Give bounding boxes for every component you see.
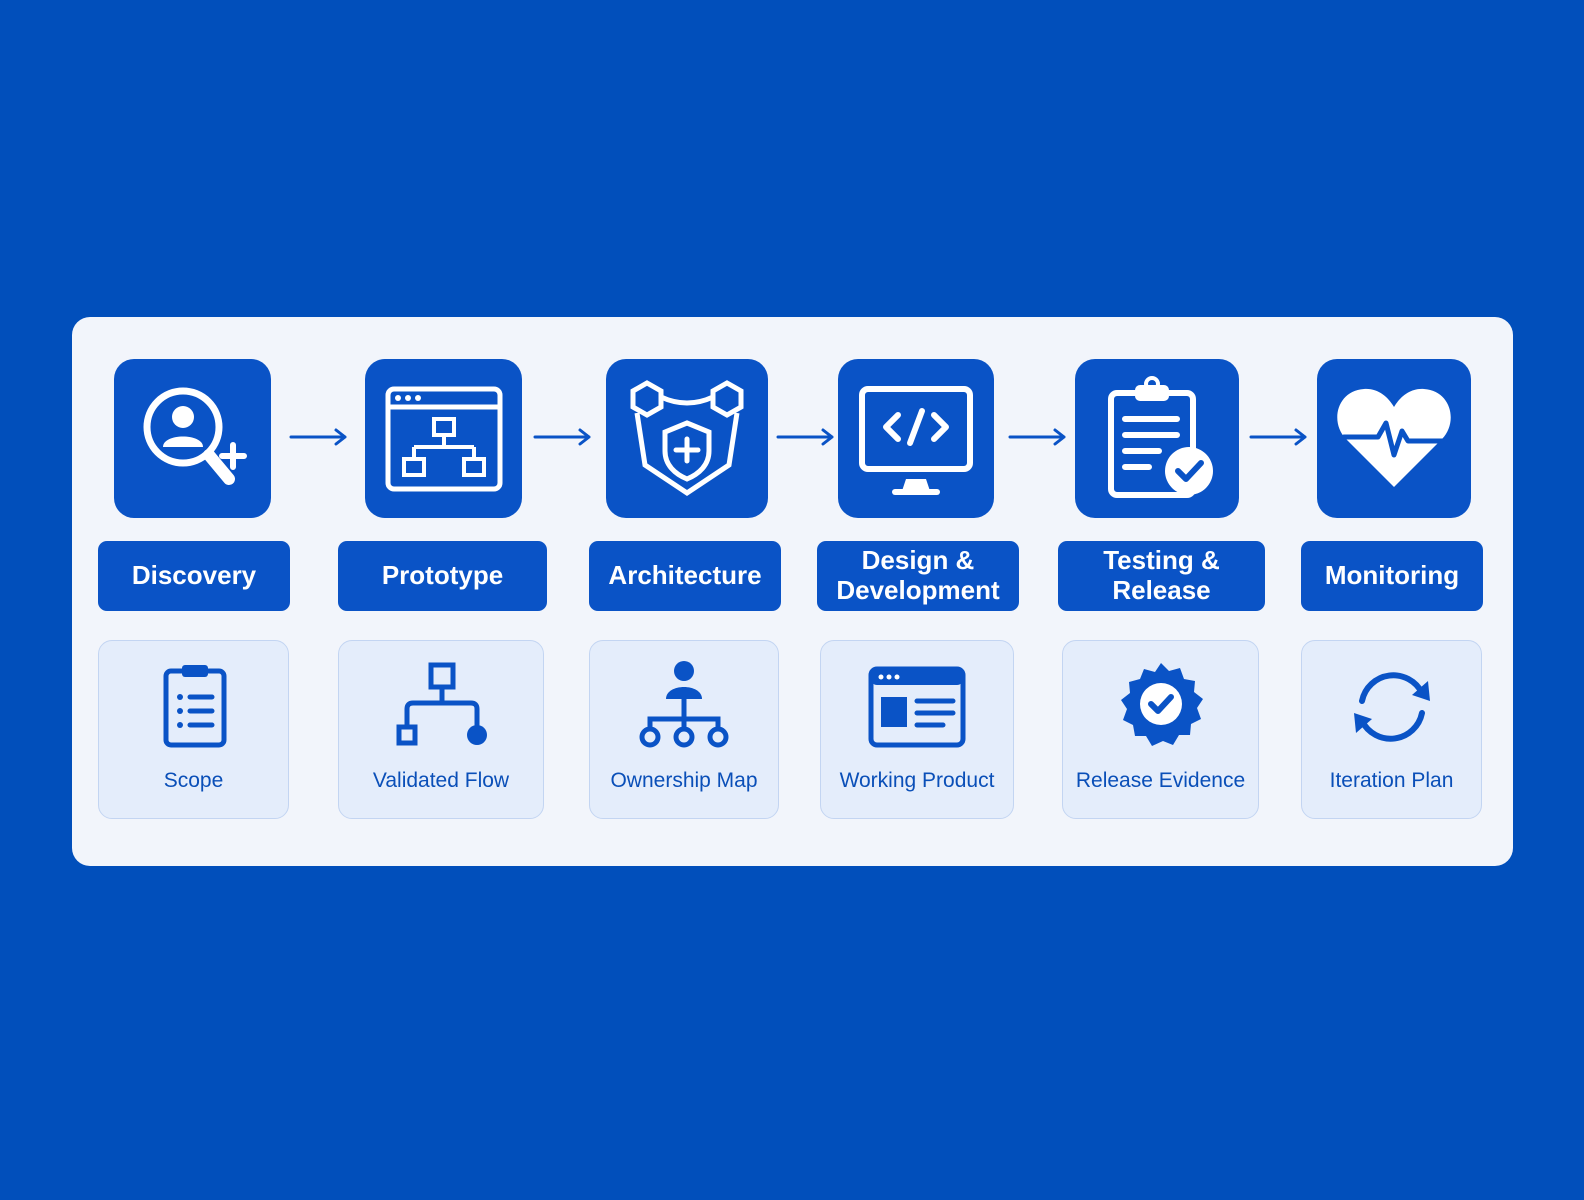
process-panel [72, 317, 1513, 866]
output-label-ownership-map: Ownership Map [610, 769, 758, 792]
browser-flowchart-icon [385, 386, 502, 491]
monitor-code-icon [859, 385, 973, 495]
discovery-tile [114, 359, 271, 518]
flow-branch-icon [396, 662, 487, 746]
heart-pulse-icon [1337, 388, 1451, 487]
design-development-tile [838, 359, 994, 518]
magnifier-user-plus-icon [143, 387, 247, 485]
output-card-working-product: Working Product [820, 640, 1014, 819]
output-card-ownership-map: Ownership Map [589, 640, 779, 819]
output-label-validated-flow: Validated Flow [372, 769, 510, 792]
stage-label-prototype: Prototype [338, 541, 547, 611]
output-card-iteration-plan: Iteration Plan [1301, 640, 1482, 819]
output-card-validated-flow: Validated Flow [338, 640, 544, 819]
output-label-working-product: Working Product [839, 769, 995, 792]
clipboard-check-icon [1108, 375, 1213, 498]
output-label-release-evidence: Release Evidence [1075, 769, 1246, 792]
flow-arrow-5 [1249, 428, 1307, 446]
output-label-scope: Scope [163, 769, 224, 792]
flow-arrow-2 [533, 428, 591, 446]
stage-label-discovery: Discovery [98, 541, 290, 611]
output-label-iteration-plan: Iteration Plan [1329, 769, 1454, 792]
refresh-cycle-icon [1353, 672, 1430, 742]
browser-window-icon [868, 666, 966, 748]
flow-arrow-4 [1008, 428, 1066, 446]
org-chart-icon [639, 661, 729, 748]
output-card-scope: Scope [98, 640, 289, 819]
output-card-release-evidence: Release Evidence [1062, 640, 1259, 819]
stage-label-architecture: Architecture [589, 541, 781, 611]
stage-label-monitoring: Monitoring [1301, 541, 1483, 611]
prototype-tile [365, 359, 522, 518]
stage-label-design-development: Design & Development [817, 541, 1019, 611]
badge-check-icon [1120, 663, 1203, 746]
architecture-tile [606, 359, 768, 518]
hexagon-shield-network-icon [630, 379, 744, 496]
flow-arrow-1 [289, 428, 347, 446]
stage-label-testing-release: Testing & Release [1058, 541, 1265, 611]
testing-release-tile [1075, 359, 1239, 518]
flow-arrow-3 [776, 428, 834, 446]
monitoring-tile [1317, 359, 1471, 518]
clipboard-list-icon [163, 665, 226, 748]
